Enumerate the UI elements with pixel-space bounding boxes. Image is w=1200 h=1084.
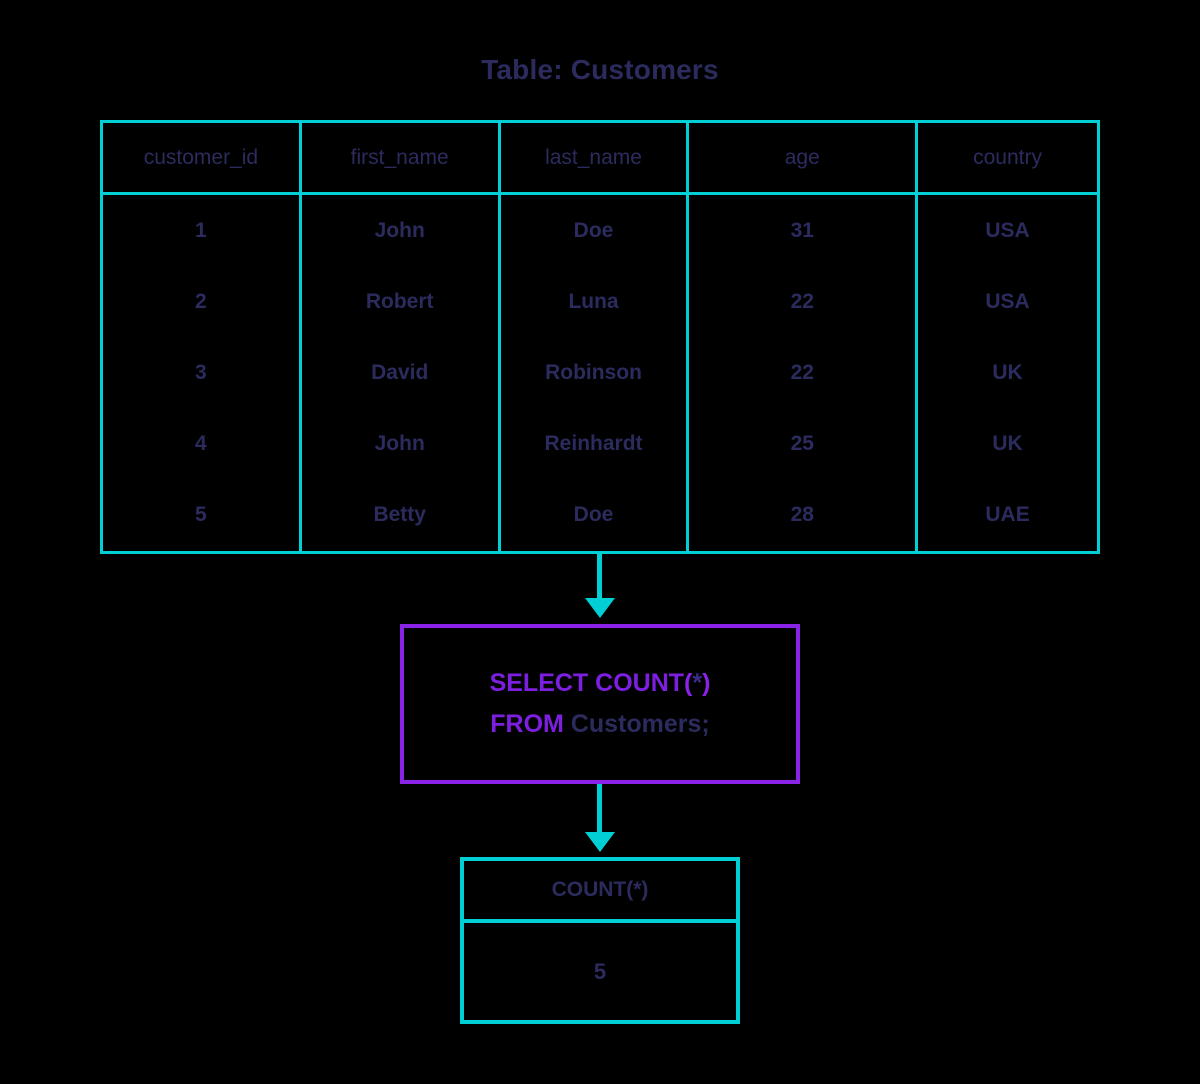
sql-keyword-select-count: SELECT COUNT — [489, 669, 685, 697]
customers-table: customer_id first_name last_name age cou… — [100, 120, 1100, 554]
cell-first-name: David — [302, 337, 501, 409]
table-row: 2 Robert Luna 22 USA — [103, 266, 1097, 338]
table-row: 4 John Reinhardt 25 UK — [103, 408, 1097, 480]
sql-star-glyph: * — [692, 669, 703, 697]
cell-age: 25 — [689, 408, 919, 480]
cell-customer-id: 5 — [103, 479, 302, 552]
table-row: 1 John Doe 31 USA — [103, 195, 1097, 267]
column-header-first-name: first_name — [302, 123, 501, 192]
result-table: COUNT(*) 5 — [460, 857, 740, 1024]
cell-age: 31 — [689, 195, 919, 267]
table-row: 5 Betty Doe 28 UAE — [103, 479, 1097, 552]
cell-last-name: Reinhardt — [501, 408, 690, 480]
sql-query-line-2: FROM Customers; — [490, 709, 710, 739]
result-value-cell: 5 — [593, 958, 607, 984]
arrow-head-down-icon — [585, 832, 615, 852]
result-column-header: COUNT(*) — [464, 861, 736, 923]
cell-country: USA — [985, 289, 1030, 313]
cell-country: UK — [992, 432, 1023, 456]
sql-open-paren: ( — [684, 669, 693, 697]
cell-customer-id: 4 — [103, 408, 302, 480]
cell-last-name: Doe — [501, 479, 690, 552]
cell-customer-id: 1 — [103, 195, 302, 267]
cell-first-name: John — [302, 195, 501, 267]
cell-age: 28 — [689, 479, 919, 552]
cell-age: 22 — [689, 337, 919, 409]
table-row: 3 David Robinson 22 UK — [103, 337, 1097, 409]
column-header-last-name: last_name — [501, 123, 690, 192]
sql-close-paren: ) — [702, 669, 711, 697]
cell-customer-id: 3 — [103, 337, 302, 409]
sql-table-identifier: Customers; — [563, 709, 710, 738]
sql-query-box: SELECT COUNT(*) FROM Customers; — [400, 624, 800, 784]
cell-customer-id: 2 — [103, 266, 302, 338]
page-title: Table: Customers — [481, 54, 719, 85]
sql-keyword-from: FROM — [490, 709, 564, 738]
arrow-head-down-icon — [585, 598, 615, 618]
cell-first-name: John — [302, 408, 501, 480]
cell-last-name: Doe — [501, 195, 690, 267]
cell-first-name: Betty — [302, 479, 501, 552]
table-header-row: customer_id first_name last_name age cou… — [103, 123, 1097, 195]
column-header-age: age — [689, 123, 919, 192]
arrow-shaft — [597, 784, 602, 834]
cell-country: UAE — [985, 503, 1030, 527]
cell-last-name: Robinson — [501, 337, 690, 409]
column-header-country: country — [973, 145, 1042, 169]
cell-country: USA — [985, 218, 1030, 242]
column-header-customer-id: customer_id — [103, 123, 302, 192]
arrow-shaft — [597, 554, 602, 602]
cell-age: 22 — [689, 266, 919, 338]
sql-query-line-1: SELECT COUNT(*) — [489, 669, 711, 698]
cell-country: UK — [992, 361, 1023, 384]
table-body: 1 John Doe 31 USA 2 Robert Luna 22 USA 3… — [103, 195, 1097, 552]
cell-first-name: Robert — [302, 266, 501, 338]
cell-last-name: Luna — [501, 266, 690, 338]
